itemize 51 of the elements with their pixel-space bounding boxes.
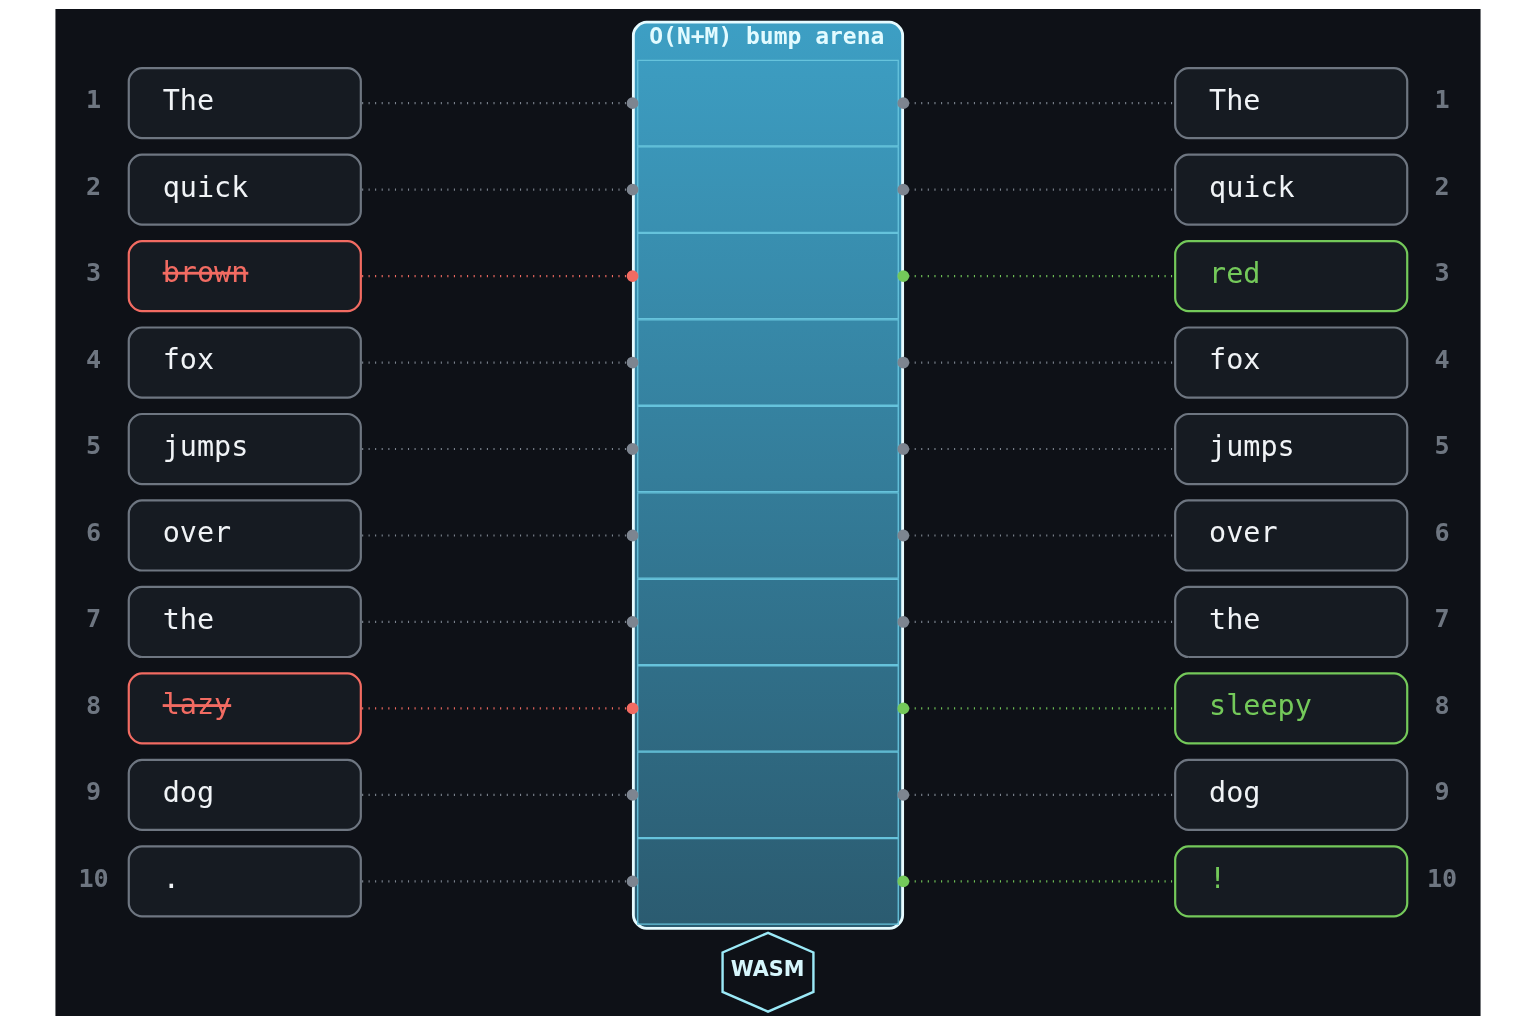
connector xyxy=(897,442,1174,455)
connector xyxy=(362,442,639,455)
node-label: 4 xyxy=(1434,344,1450,374)
node-box xyxy=(637,837,899,925)
node-label: 1 xyxy=(1434,85,1450,114)
cluster: O(N+M) bump arena xyxy=(631,20,905,930)
node-box xyxy=(637,318,899,406)
connector xyxy=(897,356,1174,368)
node-box xyxy=(637,751,899,838)
node-label: 9 xyxy=(86,776,102,806)
connector xyxy=(362,96,639,109)
node-box xyxy=(637,59,899,146)
node-label: 4 xyxy=(86,344,102,374)
connector xyxy=(897,96,1174,109)
node-box xyxy=(637,405,899,492)
connector xyxy=(897,702,1174,714)
node-box xyxy=(637,664,899,752)
node-label: 10 xyxy=(1426,863,1458,893)
node-label: 3 xyxy=(1434,257,1450,287)
node-box xyxy=(637,232,899,319)
connector xyxy=(362,874,639,887)
connector xyxy=(897,529,1174,541)
connector xyxy=(362,269,639,282)
node-box xyxy=(637,578,899,665)
node-label: 2 xyxy=(1434,171,1450,201)
node-label: 7 xyxy=(1434,603,1450,633)
node-box xyxy=(637,491,899,579)
connector xyxy=(362,788,639,801)
node-label: 8 xyxy=(86,690,102,720)
node-label: 7 xyxy=(86,603,102,633)
connector xyxy=(362,356,639,368)
node-label: 6 xyxy=(1434,517,1450,547)
node-box xyxy=(637,145,899,233)
connector xyxy=(897,874,1174,887)
connector xyxy=(897,183,1174,195)
connector xyxy=(897,788,1174,801)
node-label: 3 xyxy=(86,257,102,287)
node-label: 2 xyxy=(86,171,102,201)
node-label: 10 xyxy=(78,863,109,893)
node-label: 9 xyxy=(1434,776,1450,806)
connector xyxy=(362,529,639,541)
connector xyxy=(362,702,639,714)
connector xyxy=(897,269,1174,282)
node-label: 8 xyxy=(1434,690,1450,720)
connector xyxy=(897,615,1174,628)
node-label: 6 xyxy=(86,517,102,547)
node-label: 5 xyxy=(1434,430,1450,460)
node-label: 1 xyxy=(86,85,102,114)
connector xyxy=(362,615,639,628)
node-label: 5 xyxy=(86,430,102,460)
connector xyxy=(362,183,639,195)
